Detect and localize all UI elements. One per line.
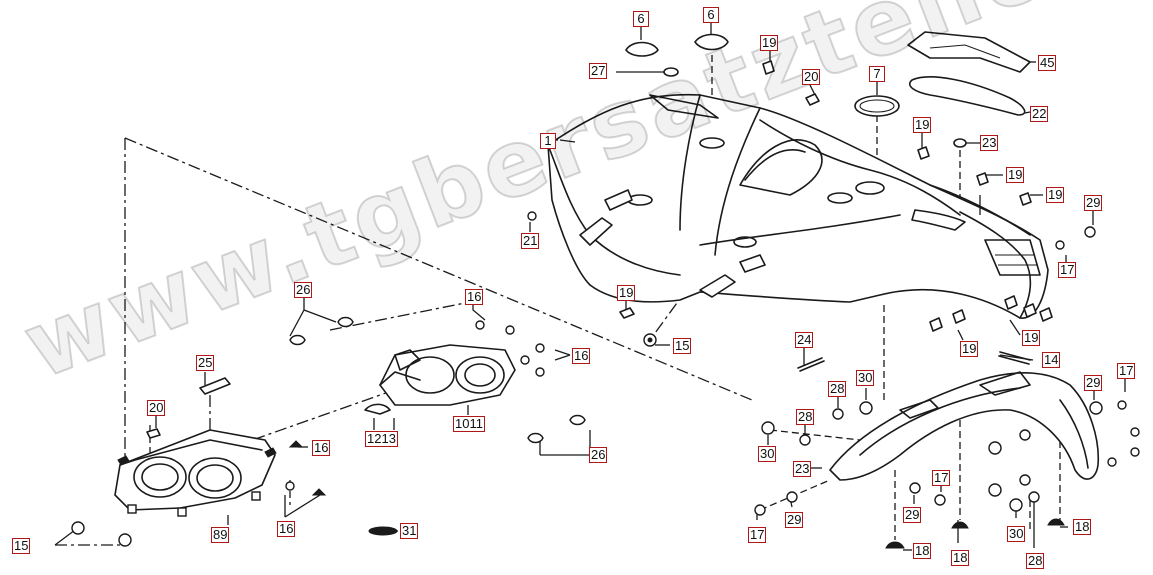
callout-6-right: 6	[703, 7, 719, 23]
callout-16-top: 16	[465, 289, 484, 305]
callout-20-top: 20	[802, 69, 821, 85]
callout-20-left: 20	[147, 400, 166, 416]
callout-16-mid: 16	[312, 440, 331, 456]
callout-7: 7	[869, 66, 885, 82]
callout-19-lower-a: 19	[960, 341, 979, 357]
headlight-cover	[114, 429, 277, 517]
callout-15-left: 15	[12, 538, 31, 554]
callout-26-left: 26	[294, 282, 313, 298]
callout-12-13: 1213	[365, 431, 398, 447]
callout-27: 27	[589, 63, 608, 79]
callout-15-center: 15	[673, 338, 692, 354]
callout-30-bottom: 30	[1007, 526, 1026, 542]
callout-10-11: 1011	[453, 416, 485, 432]
callout-6-left: 6	[633, 11, 649, 27]
leader-lines	[54, 22, 1126, 551]
callout-19-lower-b: 19	[1022, 330, 1041, 346]
callout-17-center: 17	[932, 470, 951, 486]
callout-17-upper: 17	[1058, 262, 1077, 278]
callout-1: 1	[540, 133, 556, 149]
callout-26-right: 26	[589, 447, 608, 463]
callout-30-left: 30	[758, 446, 777, 462]
callout-18-left: 18	[913, 543, 932, 559]
lower-fender	[829, 371, 1100, 481]
callout-17-left: 17	[748, 527, 767, 543]
front-fender	[547, 93, 1049, 319]
callout-25: 25	[196, 355, 215, 371]
hardware	[71, 31, 1140, 549]
callout-18-right: 18	[1073, 519, 1092, 535]
callout-19-top: 19	[760, 35, 779, 51]
callout-18-bottom: 18	[951, 550, 970, 566]
callout-2-3: 23	[793, 461, 812, 477]
callout-29-center: 29	[903, 507, 922, 523]
callout-14: 14	[1042, 352, 1061, 368]
callout-17-right: 17	[1117, 363, 1136, 379]
callout-28-c: 28	[1026, 553, 1045, 569]
headlight-unit	[364, 344, 516, 415]
callout-31: 31	[400, 523, 419, 539]
callout-19-a: 19	[913, 117, 932, 133]
callout-8-9: 89	[211, 527, 230, 543]
callout-19-c: 19	[1046, 187, 1065, 203]
callout-23: 23	[980, 135, 999, 151]
callout-22: 22	[1030, 106, 1049, 122]
callout-30-top: 30	[856, 370, 875, 386]
callout-24: 24	[795, 332, 814, 348]
callout-16-bottom: 16	[277, 521, 296, 537]
callout-4-5: 45	[1038, 55, 1057, 71]
callout-28-a: 28	[828, 381, 847, 397]
callout-29-top: 29	[1084, 195, 1103, 211]
callout-16-right: 16	[572, 348, 591, 364]
callout-29-left: 29	[785, 512, 804, 528]
callout-28-b: 28	[796, 409, 815, 425]
callout-19-b: 19	[1006, 167, 1025, 183]
callout-29-right: 29	[1084, 375, 1103, 391]
callout-19-left: 19	[617, 285, 636, 301]
callout-21: 21	[521, 233, 540, 249]
